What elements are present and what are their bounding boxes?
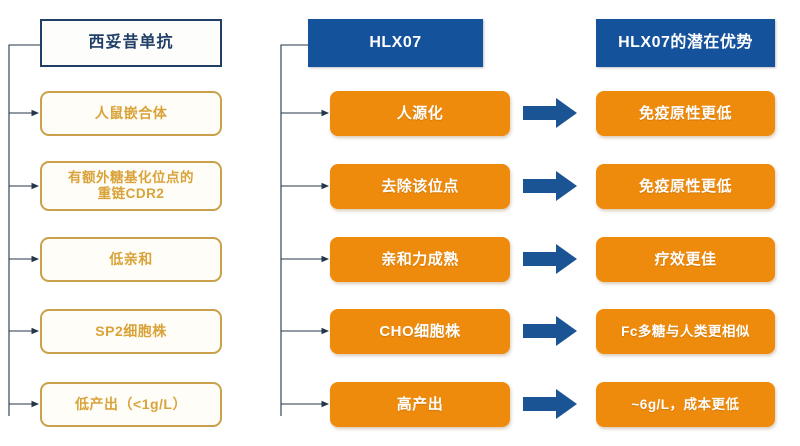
header-right-advantages: HLX07的潜在优势 bbox=[596, 19, 775, 67]
middle-item-2: 去除该位点 bbox=[330, 164, 510, 209]
left-item-4: SP2细胞株 bbox=[40, 309, 222, 354]
left-item-3: 低亲和 bbox=[40, 237, 222, 282]
right-item-3: 疗效更佳 bbox=[596, 237, 775, 282]
left-item-2-line2: 重链CDR2 bbox=[97, 186, 165, 201]
right-item-2: 免疫原性更低 bbox=[596, 164, 775, 209]
middle-item-5: 高产出 bbox=[330, 382, 510, 427]
middle-item-1: 人源化 bbox=[330, 91, 510, 136]
middle-item-4: CHO细胞株 bbox=[330, 309, 510, 354]
left-item-2-line1: 有额外糖基化位点的 bbox=[68, 170, 194, 186]
right-item-4: Fc多糖与人类更相似 bbox=[596, 309, 775, 354]
left-item-2: 有额外糖基化位点的 重链CDR2 bbox=[40, 161, 222, 211]
header-middle-hlx07: HLX07 bbox=[308, 19, 483, 67]
middle-item-3: 亲和力成熟 bbox=[330, 237, 510, 282]
right-item-1: 免疫原性更低 bbox=[596, 91, 775, 136]
left-item-1: 人鼠嵌合体 bbox=[40, 91, 222, 136]
header-left-cetuximab: 西妥昔单抗 bbox=[40, 19, 222, 67]
right-arrow-icon-group bbox=[523, 98, 577, 419]
right-item-5: ~6g/L，成本更低 bbox=[596, 382, 775, 427]
left-item-5: 低产出（<1g/L） bbox=[40, 382, 222, 427]
